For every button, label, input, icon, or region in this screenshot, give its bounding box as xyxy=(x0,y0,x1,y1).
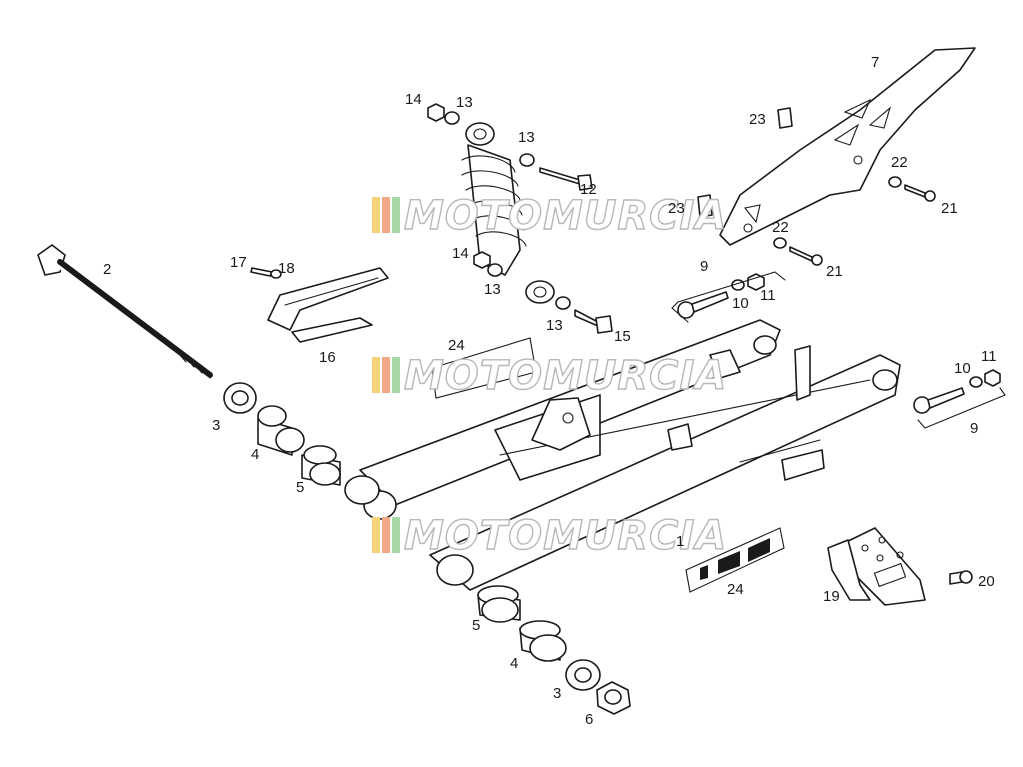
axle-nut xyxy=(596,681,631,715)
callout-number: 22 xyxy=(772,219,789,236)
pivot-bushing-right xyxy=(519,620,567,662)
callout-number: 16 xyxy=(319,349,336,366)
callout-number: 3 xyxy=(212,417,220,434)
callout-number: 14 xyxy=(405,91,422,108)
pivot-sleeve-right xyxy=(477,585,521,623)
chain-guide-bolt xyxy=(949,570,973,585)
callout-number: 4 xyxy=(251,446,259,463)
shock-absorber xyxy=(461,122,555,304)
pivot-bushing-left xyxy=(257,405,305,456)
callout-number: 23 xyxy=(668,200,685,217)
watermark-text: MOTOMURCIA xyxy=(404,353,727,399)
callout-number: 24 xyxy=(727,581,744,598)
callout-number: 21 xyxy=(826,263,843,280)
callout-number: 10 xyxy=(954,360,971,377)
watermark: MOTOMURCIA MOTOMURCIA MOTOMURCIA xyxy=(372,192,727,560)
slider-screw xyxy=(250,267,282,279)
chain-guide xyxy=(827,527,926,606)
callout-number: 15 xyxy=(614,328,631,345)
callout-number: 6 xyxy=(585,711,593,728)
guard-fasteners xyxy=(697,107,936,266)
swingarm-axle xyxy=(37,244,213,381)
watermark-text: MOTOMURCIA xyxy=(404,193,727,239)
chain-guard xyxy=(719,47,976,246)
callout-labels: 1 2 3 4 5 3 4 5 6 7 9 10 11 9 10 11 12 1… xyxy=(103,54,997,728)
callout-number: 13 xyxy=(456,94,473,111)
pivot-sleeve-left xyxy=(301,445,341,486)
callout-number: 9 xyxy=(700,258,708,275)
chain-adjuster-left xyxy=(671,271,786,323)
callout-number: 18 xyxy=(278,260,295,277)
chain-adjuster-right xyxy=(913,369,1006,429)
swingarm-decal-logo xyxy=(685,527,785,593)
callout-number: 14 xyxy=(452,245,469,262)
callout-number: 5 xyxy=(296,479,304,496)
callout-number: 3 xyxy=(553,685,561,702)
callout-number: 23 xyxy=(749,111,766,128)
callout-number: 12 xyxy=(580,181,597,198)
callout-number: 22 xyxy=(891,154,908,171)
shock-upper-hardware xyxy=(427,103,593,191)
callout-number: 21 xyxy=(941,200,958,217)
callout-number: 11 xyxy=(760,287,776,304)
callout-number: 20 xyxy=(978,573,995,590)
watermark-text: MOTOMURCIA xyxy=(404,513,727,559)
swingarm-decal-blank xyxy=(431,337,537,399)
callout-number: 13 xyxy=(484,281,501,298)
callout-number: 2 xyxy=(103,261,111,278)
callout-number: 13 xyxy=(546,317,563,334)
callout-number: 24 xyxy=(448,337,465,354)
shock-lower-hardware xyxy=(473,251,613,334)
callout-number: 7 xyxy=(871,54,879,71)
chain-slider xyxy=(267,267,389,343)
pivot-washer-right xyxy=(565,659,601,691)
callout-number: 9 xyxy=(970,420,978,437)
callout-number: 19 xyxy=(823,588,840,605)
pivot-washer-left xyxy=(223,382,257,414)
callout-number: 13 xyxy=(518,129,535,146)
callout-number: 17 xyxy=(230,254,247,271)
callout-number: 4 xyxy=(510,655,518,672)
callout-number: 5 xyxy=(472,617,480,634)
swingarm xyxy=(344,319,901,591)
callout-number: 11 xyxy=(981,348,997,365)
callout-number: 1 xyxy=(676,533,684,550)
callout-number: 10 xyxy=(732,295,749,312)
